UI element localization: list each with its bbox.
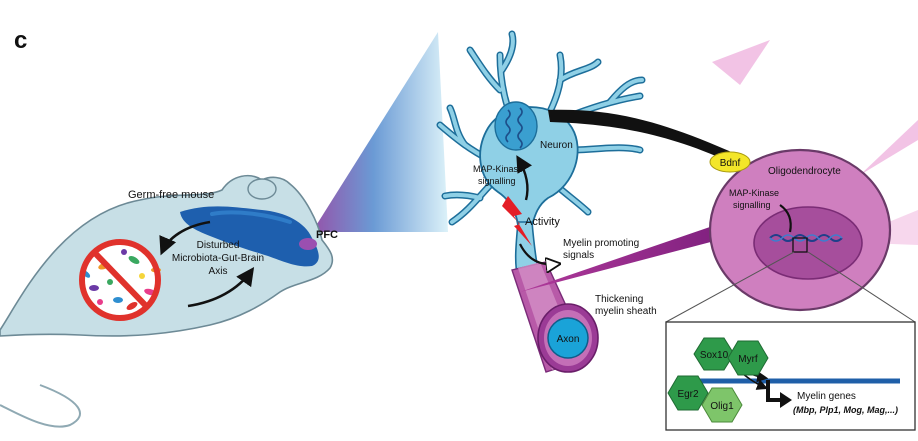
hex-myrf: Myrf <box>727 340 769 376</box>
label-disturbed-3: Axis <box>209 266 228 277</box>
label-activity: Activity <box>525 216 560 228</box>
zoom-box <box>792 237 808 253</box>
hex-olig1: Olig1 <box>701 387 743 423</box>
gene-regulation-inset: Sox10 Myrf Egr2 Olig1 Myelin genes (Mbp,… <box>665 321 916 431</box>
bdnf-label: Bdnf <box>720 158 741 169</box>
dna-coil-1 <box>505 109 511 143</box>
no-sign-circle <box>79 239 161 321</box>
oligo-nucleus <box>753 206 863 280</box>
factor-sox10: Sox10 <box>700 350 729 361</box>
label-oligodendrocyte: Oligodendrocyte <box>768 166 841 177</box>
label-mapk-oligo-1: MAP-Kinase <box>729 188 779 198</box>
label-thickening-1: Thickening <box>595 294 643 305</box>
label-myelin-promoting-2: signals <box>563 250 594 261</box>
arrow-brain-to-gut <box>159 220 211 256</box>
factor-myrf: Myrf <box>738 354 758 365</box>
hex-egr2: Egr2 <box>667 375 709 411</box>
pfc-region <box>299 238 317 250</box>
factor-egr2: Egr2 <box>677 389 699 400</box>
bdnf-badge <box>709 151 751 173</box>
label-neuron: Neuron <box>540 140 573 151</box>
panel-label: c <box>14 27 27 54</box>
arrow-to-signals <box>519 243 558 264</box>
myelin-sheath: Axon <box>511 261 599 373</box>
activity-bolt <box>502 196 532 246</box>
myelin-genes-list: (Mbp, Plp1, Mog, Mag,...) <box>793 405 898 415</box>
label-pfc: PFC <box>316 229 338 241</box>
bdnf-band <box>548 109 738 165</box>
axon-core <box>547 317 589 359</box>
myelin-promoting-beam <box>520 216 745 292</box>
myelin-genes-title: Myelin genes <box>797 391 856 402</box>
mouse <box>0 174 334 428</box>
label-disturbed-2: Microbiota-Gut-Brain <box>172 253 264 264</box>
label-mapk-neuron-2: signalling <box>478 176 516 186</box>
label-mapk-neuron-1: MAP-Kinase <box>473 164 523 174</box>
mouse-ear <box>247 178 277 200</box>
arrow-to-nucleus <box>516 155 533 201</box>
neuron-nucleus <box>494 101 538 151</box>
inset-line-right <box>807 251 916 323</box>
factor-olig1: Olig1 <box>710 401 734 412</box>
axon-label: Axon <box>557 334 580 345</box>
arrow-gut-to-brain <box>187 267 255 308</box>
arrow-mapk-oligo <box>779 204 792 233</box>
label-germ-free-mouse: Germ-free mouse <box>128 189 214 201</box>
label-disturbed-1: Disturbed <box>197 240 240 251</box>
label-mapk-oligo-2: signalling <box>733 200 771 210</box>
label-thickening-2: myelin sheath <box>595 306 657 317</box>
oligodendrocyte <box>708 148 892 312</box>
mouse-brain-highlight <box>210 210 292 224</box>
inset-line-left <box>665 251 795 323</box>
pfc-zoom-beam <box>312 32 448 232</box>
dna-coil-2 <box>517 107 523 149</box>
label-myelin-promoting-1: Myelin promoting <box>563 238 639 249</box>
gut-microbiota <box>79 239 161 321</box>
mouse-tail <box>0 384 81 428</box>
no-sign-bar <box>91 249 151 311</box>
